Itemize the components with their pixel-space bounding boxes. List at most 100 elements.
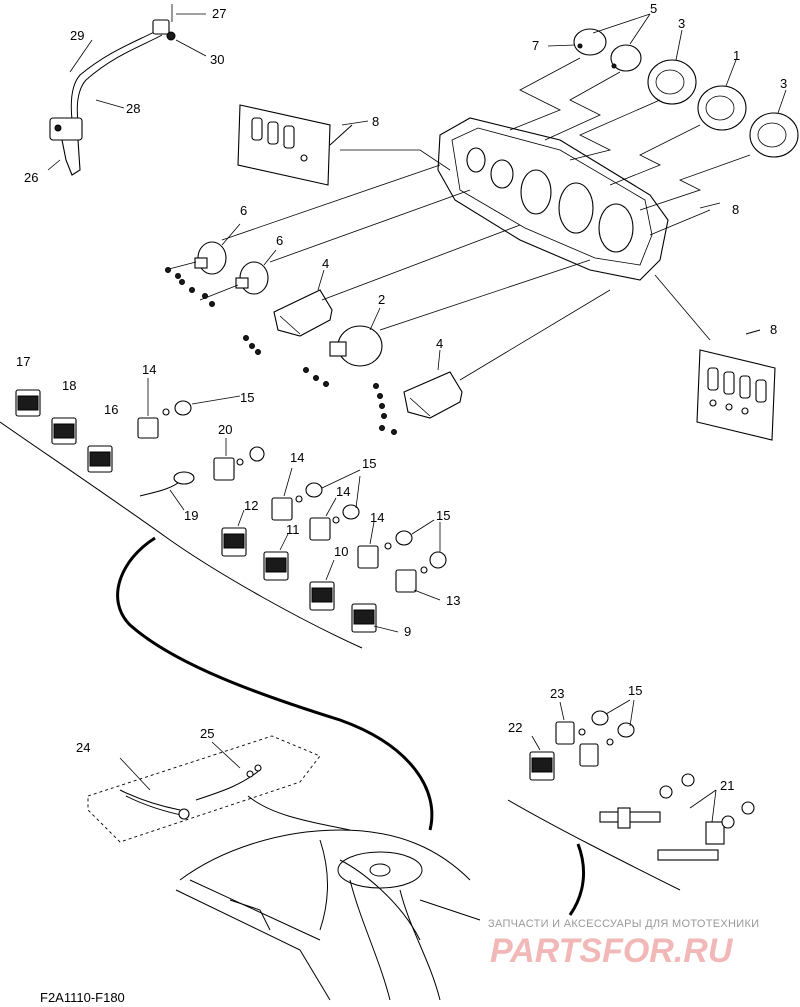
lamp-15-d	[420, 522, 447, 574]
switch-assembly-21	[599, 773, 755, 861]
meter-housing	[437, 117, 669, 281]
line-6a	[221, 164, 441, 241]
line-2	[379, 259, 591, 331]
part-number-l8a: 8	[372, 114, 379, 129]
part-number-l7: 7	[532, 38, 539, 53]
housing-leaders	[340, 13, 787, 341]
screw-8a	[329, 124, 353, 146]
part-number-l28: 28	[126, 101, 140, 116]
leader-15a	[191, 395, 241, 405]
holder-2	[329, 307, 383, 367]
switch-11	[263, 533, 289, 581]
switch-14-b	[271, 467, 323, 521]
watermark-logo: PARTSFOR.RU	[490, 932, 734, 970]
switch-20	[213, 438, 265, 481]
leader-15b	[321, 469, 361, 489]
leader-28	[95, 99, 125, 109]
switch-14-d	[357, 519, 435, 569]
switch-12	[221, 509, 247, 557]
part-number-l24: 24	[76, 740, 90, 755]
cable-assembly-29	[70, 4, 176, 123]
part-number-l6a: 6	[240, 203, 247, 218]
switch-14-a	[137, 417, 159, 439]
wiring-harness-right	[568, 843, 585, 916]
connector-kit-24-25	[87, 735, 321, 843]
left-switch-panel-plate	[237, 104, 331, 186]
part-number-l26: 26	[24, 170, 38, 185]
part-number-l29: 29	[70, 28, 84, 43]
wiring-harness-main	[116, 536, 434, 831]
part-number-l15b: 15	[362, 456, 376, 471]
part-number-l27: 27	[212, 6, 226, 21]
part-number-l12: 12	[244, 498, 258, 513]
line-4b	[459, 289, 611, 381]
part-number-l9: 9	[404, 624, 411, 639]
gauge-5	[610, 44, 642, 72]
switch-13	[395, 569, 441, 601]
watermark-caption: ЗАПЧАСТИ И АКСЕССУАРЫ ДЛЯ МОТОТЕХНИКИ	[488, 918, 759, 930]
fasteners	[165, 267, 397, 435]
switch-23	[555, 701, 586, 745]
diagram-code: F2A1110-F180	[40, 990, 125, 1005]
hull-outline-right	[507, 799, 681, 891]
part-number-l16: 16	[104, 402, 118, 417]
part-number-l4a: 4	[322, 256, 329, 271]
part-number-l15a: 15	[240, 390, 254, 405]
switch-16	[87, 445, 113, 473]
part-number-l2: 2	[378, 292, 385, 307]
harness-to-boat	[247, 795, 351, 831]
part-number-l1: 1	[733, 48, 740, 63]
part-number-l30: 30	[210, 52, 224, 67]
part-number-l20: 20	[218, 422, 232, 437]
console-outline	[0, 421, 363, 649]
switch-14-c	[309, 475, 361, 541]
bracket-26	[49, 117, 83, 176]
right-switch-panel-plate	[696, 349, 776, 441]
part-number-l14b: 14	[290, 450, 304, 465]
switch-10	[309, 559, 335, 611]
lamp-15-a	[162, 400, 192, 416]
gauge-1	[697, 85, 747, 131]
part-number-l23: 23	[550, 686, 564, 701]
part-number-l8b: 8	[732, 202, 739, 217]
screw-8c	[745, 329, 761, 335]
part-number-l3a: 3	[678, 16, 685, 31]
bracket-4-lower	[403, 349, 463, 419]
watercraft-hull-outline	[175, 829, 481, 1001]
part-number-l21: 21	[720, 778, 734, 793]
part-number-l11: 11	[286, 522, 300, 537]
leader-8b	[699, 202, 721, 209]
part-number-l17: 17	[16, 354, 30, 369]
part-number-l6b: 6	[276, 233, 283, 248]
part-number-l14d: 14	[370, 510, 384, 525]
part-number-l3b: 3	[780, 76, 787, 91]
wire-lamp-19	[139, 471, 195, 511]
leader-30	[175, 39, 207, 57]
part-number-l25: 25	[200, 726, 214, 741]
line-4a	[321, 224, 521, 301]
socket-6-upper	[164, 223, 241, 275]
bracket-4-upper	[273, 269, 333, 337]
part-number-l4b: 4	[436, 336, 443, 351]
socket-6-lower	[199, 249, 277, 301]
part-number-l18: 18	[62, 378, 76, 393]
gauge-7	[573, 28, 607, 56]
line-6b	[269, 189, 471, 263]
leader-26	[47, 159, 61, 171]
gauge-3-lower	[749, 112, 799, 158]
part-number-l8c: 8	[770, 322, 777, 337]
part-number-l5: 5	[650, 1, 657, 16]
part-number-l10: 10	[334, 544, 348, 559]
part-number-l15c: 15	[436, 508, 450, 523]
part-number-l14a: 14	[142, 362, 156, 377]
part-number-l19: 19	[184, 508, 198, 523]
switch-17	[15, 389, 41, 417]
switch-18	[51, 417, 77, 445]
part-number-l22: 22	[508, 720, 522, 735]
leader-8a	[341, 120, 369, 126]
leader-29	[69, 39, 93, 73]
part-number-l14c: 14	[336, 484, 350, 499]
switch-9	[351, 603, 399, 633]
gauge-3-upper	[647, 59, 697, 105]
